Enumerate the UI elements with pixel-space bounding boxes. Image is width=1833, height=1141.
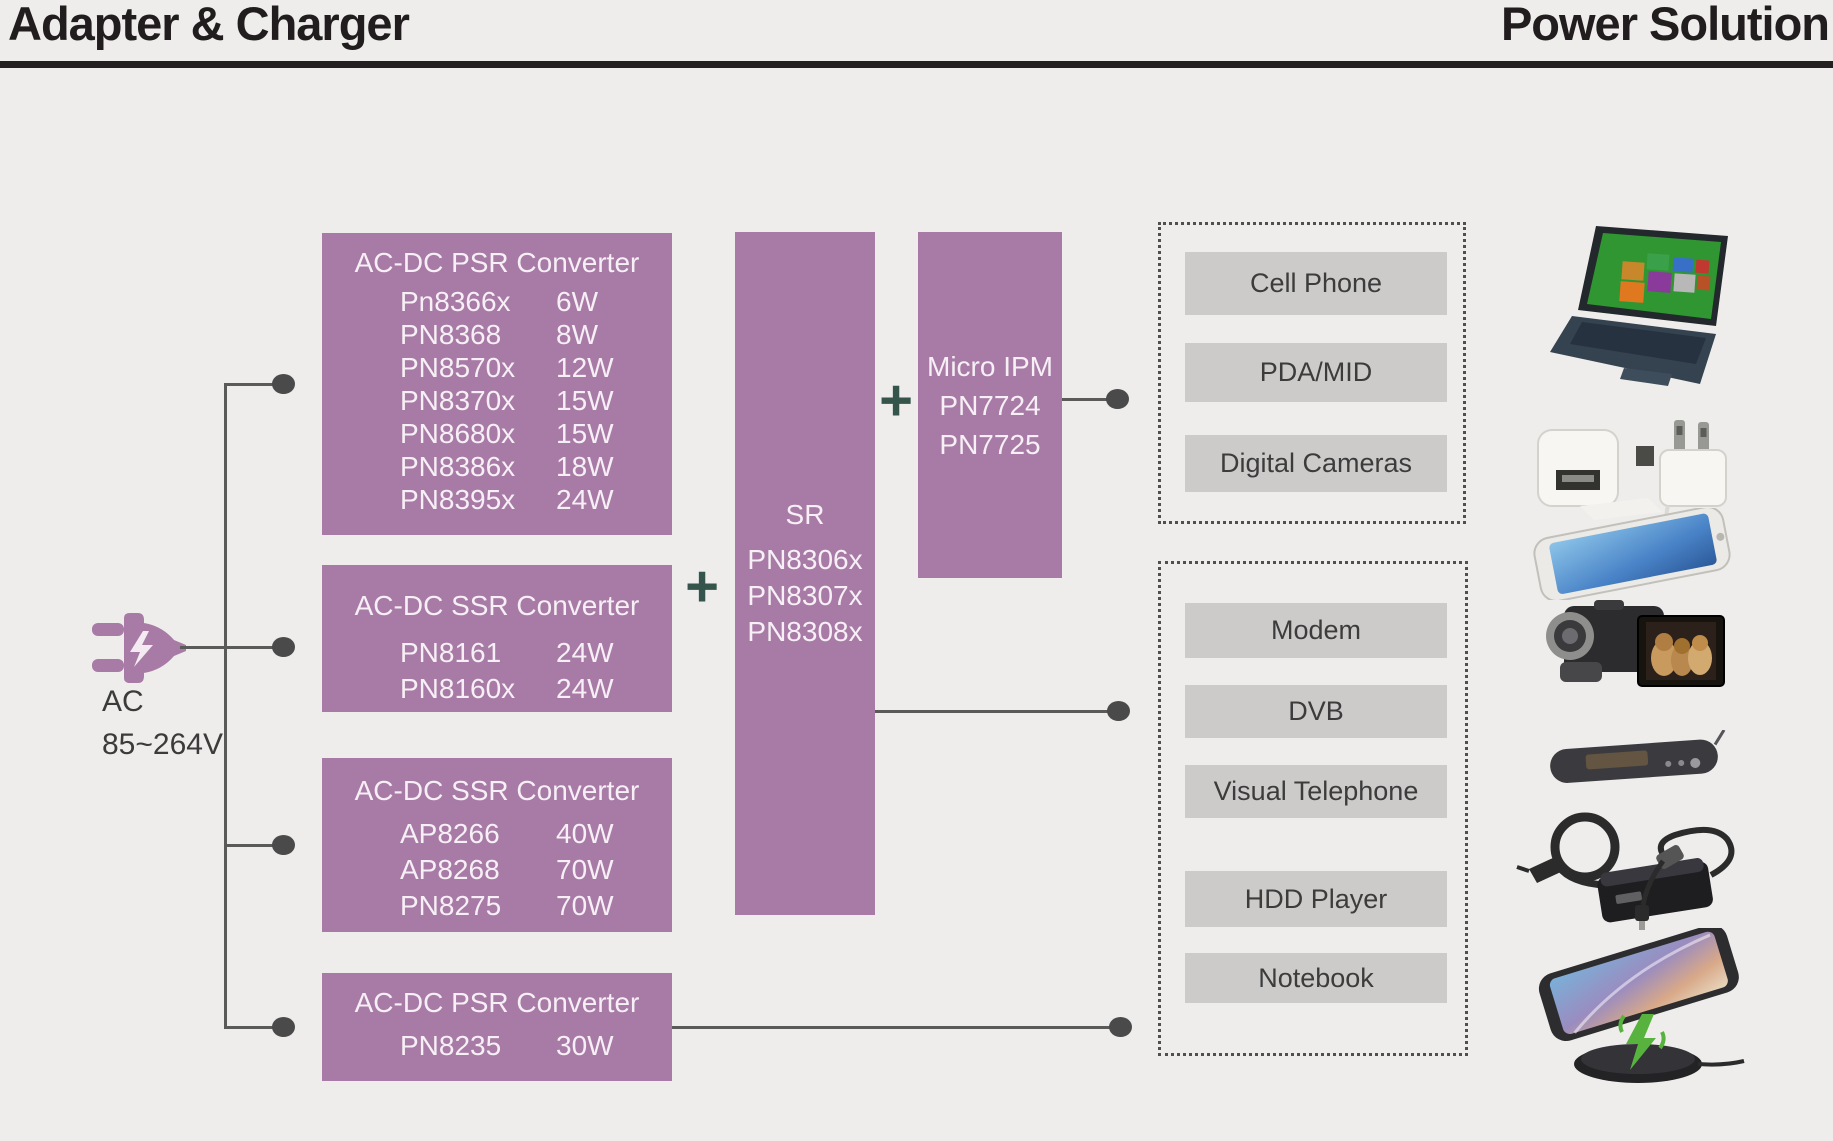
application-item-cell-phone: Cell Phone — [1185, 252, 1447, 315]
page-title: Adapter & Charger — [8, 0, 410, 50]
part-row: Pn8366x 6W — [322, 285, 672, 318]
converter-box-title: AC-DC SSR Converter — [354, 590, 640, 621]
laptop-power-adapter-image — [1516, 812, 1735, 930]
part-row: PN8160x 24W — [322, 671, 672, 707]
part-power: 15W — [556, 385, 614, 416]
part-number: AP8266 — [400, 818, 500, 849]
micro-ipm-title: Micro IPM — [927, 350, 1053, 382]
plus-icon: + — [879, 368, 913, 433]
converter-box-title: AC-DC PSR Converter — [354, 247, 640, 278]
part-power: 8W — [556, 319, 598, 350]
part-number: PN8680x — [400, 418, 516, 449]
part-power: 24W — [556, 673, 614, 704]
application-item-notebook: Notebook — [1185, 953, 1447, 1003]
ac-voltage-label: 85~264V — [102, 728, 223, 761]
application-item-pda-mid: PDA/MID — [1185, 343, 1447, 402]
part-number: PN8306x — [747, 544, 863, 575]
part-power: 12W — [556, 352, 614, 383]
part-row: AP8266 40W — [322, 816, 672, 852]
part-row: AP8268 70W — [322, 852, 672, 888]
smartphone-image — [1533, 508, 1731, 600]
notebook-pc-image — [1550, 226, 1728, 386]
output-line-3 — [672, 1026, 1112, 1029]
output-line-1 — [1062, 398, 1110, 401]
wireless-charging-phone-image — [1538, 928, 1745, 1083]
part-row: PN8570x 12W — [322, 351, 672, 384]
connection-dot — [272, 374, 295, 394]
header-rule — [0, 61, 1833, 68]
converter-box-title: AC-DC SSR Converter — [354, 775, 640, 806]
converter-box-psr-1: AC-DC PSR Converter Pn8366x 6W PN8368 8W P… — [322, 233, 672, 535]
portable-media-player-image — [1550, 730, 1726, 783]
part-power: 30W — [556, 1030, 614, 1061]
part-power: 70W — [556, 854, 614, 885]
connection-dot — [272, 1017, 295, 1037]
part-number: PN8160x — [400, 673, 516, 704]
part-number: PN8161 — [400, 637, 502, 668]
sr-box: SR PN8306x PN8307x PN8308x — [735, 232, 875, 915]
application-item-digital-cameras: Digital Cameras — [1185, 435, 1447, 492]
application-item-dvb: DVB — [1185, 685, 1447, 738]
part-number: PN7725 — [939, 428, 1041, 460]
part-row: PN8370x 15W — [322, 384, 672, 417]
part-number: PN8395x — [400, 484, 516, 515]
sr-box-title: SR — [785, 499, 825, 530]
part-row: PN8680x 15W — [322, 417, 672, 450]
plus-icon: + — [685, 554, 719, 619]
input-bus-line — [224, 383, 227, 1029]
part-number: PN8308x — [747, 616, 863, 647]
part-number: PN8386x — [400, 451, 516, 482]
part-number: Pn8366x — [400, 286, 511, 317]
branch-line-3 — [224, 844, 274, 847]
part-power: 18W — [556, 451, 614, 482]
connection-dot — [272, 835, 295, 855]
branch-line-4 — [224, 1026, 274, 1029]
application-item-modem: Modem — [1185, 603, 1447, 658]
connection-dot — [1106, 389, 1129, 409]
application-group-home: Modem DVB Visual Telephone HDD Player No… — [1158, 561, 1468, 1056]
part-row: PN8386x 18W — [322, 450, 672, 483]
converter-box-ssr-1: AC-DC SSR Converter PN8161 24W PN8160x 24W — [322, 565, 672, 712]
camcorder-image — [1546, 600, 1725, 687]
part-number: PN8275 — [400, 890, 502, 921]
ac-label: AC — [102, 685, 144, 718]
page-subtitle: Power Solution — [1500, 0, 1830, 50]
application-item-hdd-player: HDD Player — [1185, 871, 1447, 927]
part-number: PN8370x — [400, 385, 516, 416]
part-number: PN8235 — [400, 1030, 502, 1061]
part-power: 24W — [556, 637, 614, 668]
application-group-handheld: Cell Phone PDA/MID Digital Cameras — [1158, 222, 1466, 524]
connection-dot — [1109, 1017, 1132, 1037]
part-number: PN8570x — [400, 352, 516, 383]
output-line-2 — [875, 710, 1111, 713]
part-power: 15W — [556, 418, 614, 449]
part-row: PN8235 30W — [322, 1027, 672, 1065]
part-row: PN8395x 24W — [322, 483, 672, 516]
part-power: 70W — [556, 890, 614, 921]
part-power: 40W — [556, 818, 614, 849]
ac-feed-line — [180, 646, 274, 649]
part-power: 6W — [556, 286, 598, 317]
converter-box-psr-2: AC-DC PSR Converter PN8235 30W — [322, 973, 672, 1081]
part-number: PN8368 — [400, 319, 502, 350]
micro-ipm-box: Micro IPM PN7724 PN7725 — [918, 232, 1062, 578]
part-number: AP8268 — [400, 854, 500, 885]
converter-box-title: AC-DC PSR Converter — [354, 987, 640, 1018]
part-row: PN8161 24W — [322, 635, 672, 671]
part-power: 24W — [556, 484, 614, 515]
part-number: PN8307x — [747, 580, 863, 611]
connection-dot — [1107, 701, 1130, 721]
ac-plug-icon — [92, 613, 186, 683]
part-number: PN7724 — [939, 389, 1041, 421]
part-row: PN8275 70W — [322, 888, 672, 924]
branch-line-1 — [224, 383, 274, 386]
application-item-visual-telephone: Visual Telephone — [1185, 765, 1447, 818]
part-row: PN8368 8W — [322, 318, 672, 351]
connection-dot — [272, 637, 295, 657]
